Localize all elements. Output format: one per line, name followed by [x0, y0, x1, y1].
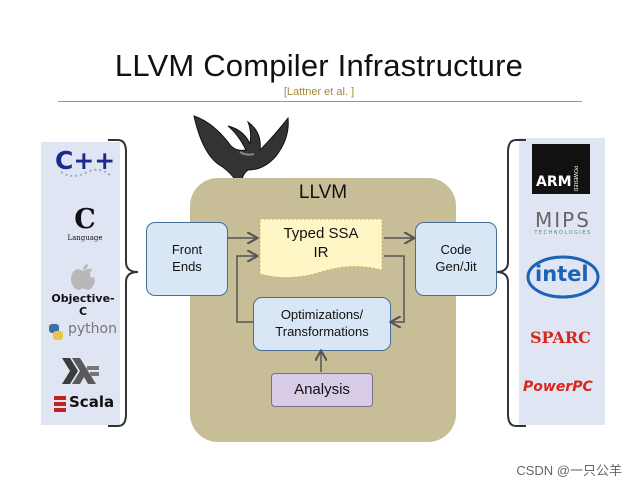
scala-logo: Scala [53, 393, 119, 415]
haskell-logo [60, 356, 100, 386]
page-title: LLVM Compiler Infrastructure [114, 48, 524, 83]
arm-label: ARM [536, 174, 572, 190]
front-ends-line-1: Front [171, 242, 203, 258]
cpp-label: C++ [55, 146, 116, 175]
arm-powered-label: POWERED [572, 166, 578, 192]
left-brace [108, 139, 139, 427]
front-ends-line-2: Ends [172, 259, 202, 274]
c-letter: C [74, 204, 96, 235]
apple-icon [71, 264, 95, 290]
python-logo: python [46, 320, 118, 344]
citation: [Lattner et al. ] [283, 86, 355, 98]
scala-icon [54, 396, 66, 412]
optimizations-line-2: Transformations [275, 324, 369, 339]
ir-line-2: IR [313, 244, 329, 261]
sparc-label: SPARC [530, 328, 591, 347]
powerpc-logo: PowerPC [523, 376, 603, 398]
c-language-caption: Language [67, 234, 103, 242]
code-gen-line-1: Code [440, 242, 472, 258]
arrow-optimizations-to-ir [236, 256, 256, 323]
llvm-label: LLVM [298, 182, 348, 203]
mips-logo: MIPS TECHNOLOGIES [525, 210, 601, 240]
analysis-box: Analysis [271, 373, 373, 407]
typed-ssa-ir-box: Typed SSA IR [259, 222, 383, 264]
typed-ssa-ir-shape [259, 218, 383, 278]
sparc-logo: SPARC [530, 328, 596, 352]
code-gen-line-2: Gen/Jit [435, 259, 477, 274]
scala-label: Scala [69, 393, 115, 411]
analysis-label: Analysis [294, 381, 350, 399]
mips-label: MIPS [535, 208, 591, 232]
c-language-logo: C Language [63, 206, 107, 250]
objective-c-logo: Objective-C [48, 262, 118, 318]
powerpc-label: PowerPC [523, 379, 593, 395]
front-ends-box: Front Ends [146, 222, 228, 296]
title-divider [58, 101, 582, 102]
code-gen-box: Code Gen/Jit [415, 222, 497, 296]
ir-line-1: Typed SSA [283, 224, 359, 242]
python-snake-icon [49, 324, 63, 340]
arm-logo: ARM POWERED [532, 144, 590, 194]
intel-logo: intel [525, 252, 601, 302]
arrow-ir-to-optimizations [384, 255, 405, 322]
optimizations-box: Optimizations/ Transformations [253, 297, 391, 351]
watermark: CSDN @一只公羊 [516, 463, 622, 478]
intel-label: intel [535, 262, 589, 286]
mips-sub-label: TECHNOLOGIES [534, 230, 592, 236]
optimizations-line-1: Optimizations/ [280, 307, 364, 323]
python-label: python [68, 321, 117, 337]
cpp-logo: C++ [53, 146, 116, 190]
objective-c-caption: Objective-C [51, 292, 115, 318]
